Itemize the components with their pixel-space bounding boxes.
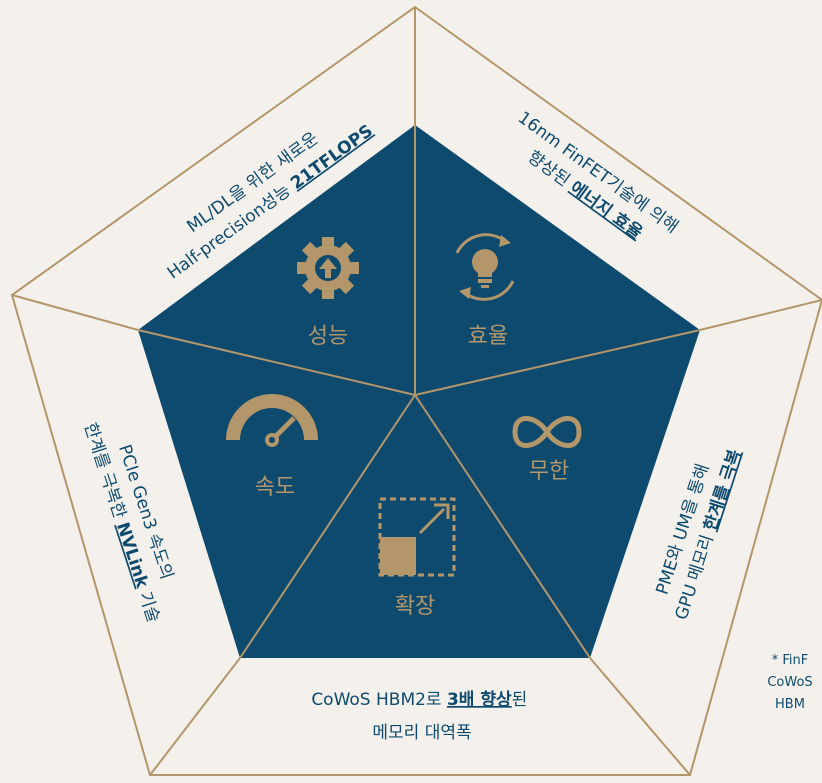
- infinity-icon: [512, 416, 582, 448]
- segment-label-speed: 속도: [255, 475, 295, 500]
- segment-label-performance: 성능: [308, 324, 348, 349]
- segment-label-efficiency: 효율: [468, 324, 508, 349]
- footnote-line3: HBM: [775, 697, 805, 712]
- expansion-line1: CoWoS HBM2로 3배 향상된: [311, 689, 527, 710]
- footnote: * FinF CoWoS HBM: [730, 650, 822, 716]
- infinite-description: PME와 UM을 통해 GPU 메모리 한계를 극복: [647, 439, 746, 623]
- expansion-highlight: 3배 향상: [447, 689, 512, 710]
- expand-square-icon: [378, 497, 456, 577]
- outer-pentagon: [10, 5, 822, 776]
- segment-label-infinite: 무한: [529, 459, 569, 484]
- divider-lines: [11, 7, 822, 776]
- inner-pentagon: [138, 125, 700, 658]
- gear-arrow-up-icon: [297, 237, 359, 299]
- speedometer-icon: [226, 394, 318, 447]
- speed-description: PCIe Gen3 속도의 한계를 극복한 NVLink 기술: [80, 412, 188, 625]
- lightbulb-cycle-icon: [455, 233, 515, 301]
- expansion-description: CoWoS HBM2로 3배 향상된 메모리 대역폭: [311, 689, 532, 743]
- expansion-line2: 메모리 대역폭: [372, 723, 471, 743]
- footnote-line2: CoWoS: [767, 675, 813, 690]
- footnote-line1: * FinF: [771, 653, 809, 668]
- segment-label-expansion: 확장: [395, 594, 435, 619]
- infinite-highlight: 한계를 극복: [701, 447, 746, 534]
